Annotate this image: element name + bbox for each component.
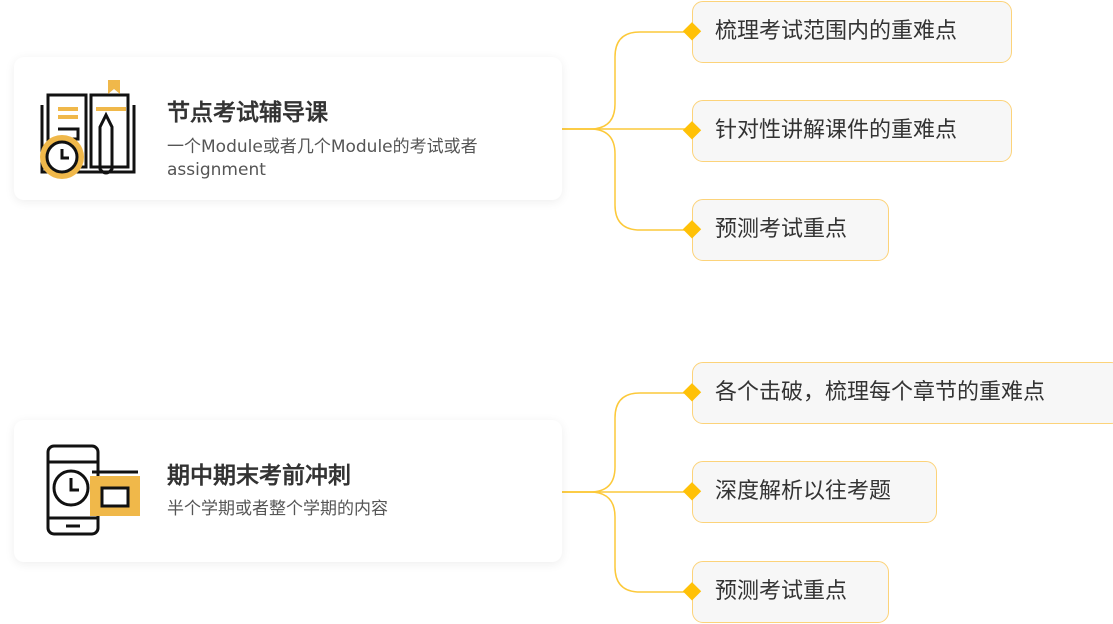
diamond-icon — [682, 22, 702, 41]
topic-item: 预测考试重点 — [692, 199, 889, 261]
phone-calendar-clock-icon — [46, 444, 140, 536]
diamond-icon — [682, 220, 702, 239]
topic-item: 各个击破，梳理每个章节的重难点 — [692, 362, 1113, 424]
topic-item: 针对性讲解课件的重难点 — [692, 100, 1012, 162]
topic-item: 深度解析以往考题 — [692, 461, 937, 523]
card-final-sprint: 期中期末考前冲刺 半个学期或者整个学期的内容 — [14, 420, 562, 562]
diamond-icon — [682, 121, 702, 140]
book-clock-icon — [40, 80, 136, 179]
card-title: 节点考试辅导课 — [167, 100, 328, 126]
diamond-icon — [682, 482, 702, 501]
card-title: 期中期末考前冲刺 — [167, 463, 351, 489]
topic-item: 预测考试重点 — [692, 561, 889, 623]
topic-item: 梳理考试范围内的重难点 — [692, 1, 1012, 63]
diamond-icon — [682, 383, 702, 402]
card-node-exam: 节点考试辅导课 一个Module或者几个Module的考试或者assignmen… — [14, 57, 562, 200]
card-description: 半个学期或者整个学期的内容 — [167, 499, 388, 519]
card-description: 一个Module或者几个Module的考试或者assignment — [167, 137, 478, 180]
diamond-icon — [682, 582, 702, 601]
